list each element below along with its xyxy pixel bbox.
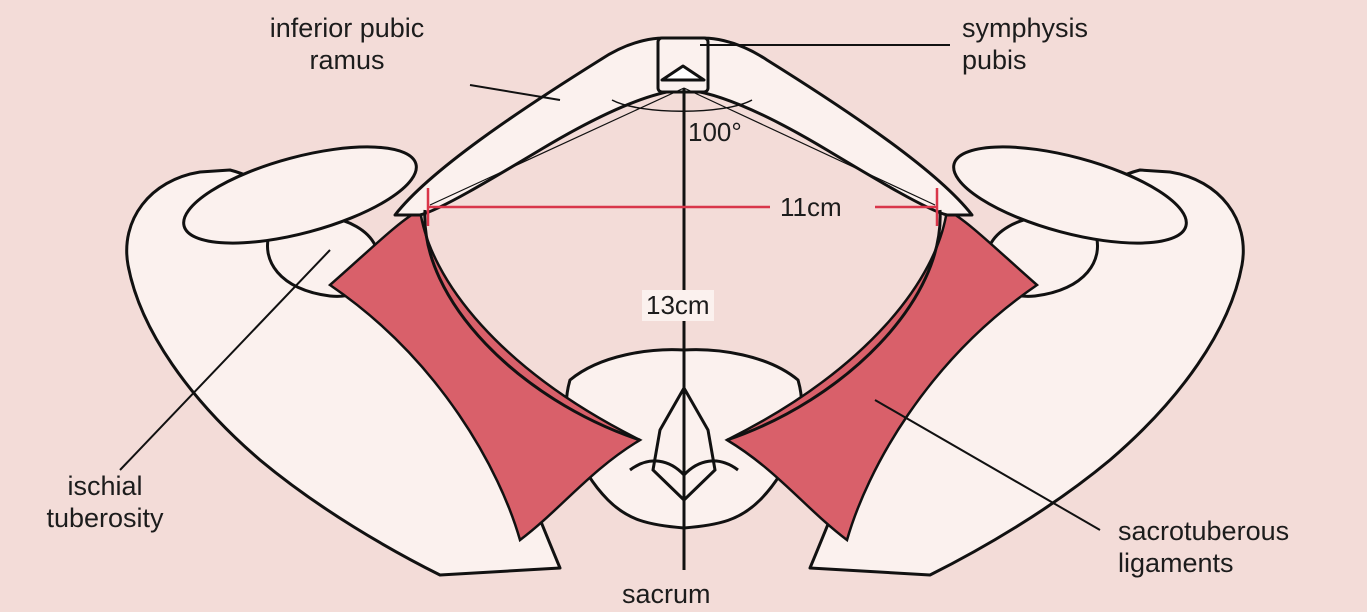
label-symphysis-pubis-line2: pubis xyxy=(962,44,1088,76)
measure-subpubic-angle: 100° xyxy=(688,117,742,148)
measure-transverse-diameter: 11cm xyxy=(780,192,842,223)
label-inferior-pubic-ramus-line1: inferior pubic xyxy=(232,12,462,44)
label-inferior-pubic-ramus: inferior pubic ramus xyxy=(232,12,462,76)
label-sacrotuberous-line1: sacrotuberous xyxy=(1118,515,1289,547)
label-ischial-tuberosity: ischial tuberosity xyxy=(30,470,180,534)
label-ischial-tuberosity-line1: ischial xyxy=(30,470,180,502)
label-symphysis-pubis: symphysis pubis xyxy=(962,12,1088,76)
label-sacrotuberous-ligaments: sacrotuberous ligaments xyxy=(1118,515,1289,579)
measure-ap-diameter: 13cm xyxy=(642,290,714,321)
label-inferior-pubic-ramus-line2: ramus xyxy=(232,44,462,76)
label-sacrum: sacrum xyxy=(622,578,711,610)
label-sacrotuberous-line2: ligaments xyxy=(1118,547,1289,579)
label-symphysis-pubis-line1: symphysis xyxy=(962,12,1088,44)
label-ischial-tuberosity-line2: tuberosity xyxy=(30,502,180,534)
